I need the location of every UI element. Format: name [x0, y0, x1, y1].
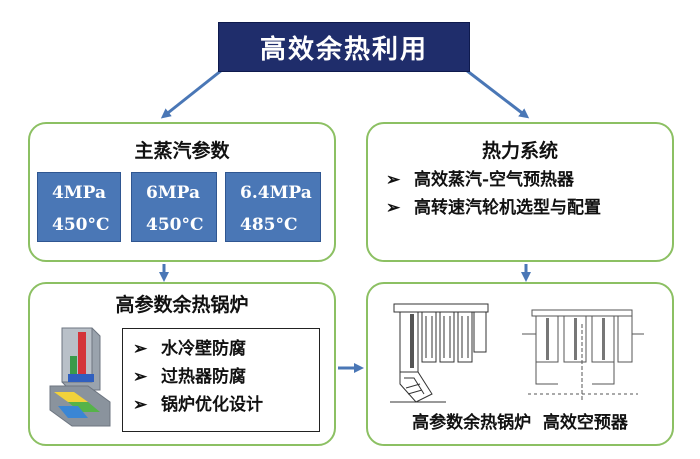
- drawings-caption: 高参数余热锅炉 高效空预器: [412, 413, 628, 433]
- arrow-bullet-icon: ➢: [133, 367, 148, 387]
- thermal-bullet-list: ➢高效蒸汽-空气预热器 ➢高转速汽轮机选型与配置: [386, 166, 601, 222]
- boiler-features-box: ➢水冷壁防腐 ➢过热器防腐 ➢锅炉优化设计: [122, 328, 320, 432]
- param-box-1: 4MPa 450°C: [37, 172, 121, 242]
- panel-title-boiler: 高参数余热锅炉: [115, 294, 249, 316]
- list-item: ➢水冷壁防腐: [133, 335, 263, 363]
- boiler-drawing-image: [390, 303, 489, 403]
- param-box-2: 6MPa 450°C: [131, 172, 217, 242]
- arrow-title-to-params: [160, 68, 223, 119]
- param-pressure: 6MPa: [146, 183, 200, 203]
- arrow-bullet-icon: ➢: [133, 395, 148, 415]
- boiler-3d-model-image: [49, 327, 111, 427]
- arrow-title-to-thermal: [465, 68, 530, 119]
- param-box-3: 6.4MPa 485°C: [225, 172, 321, 242]
- main-title: 高效余热利用: [218, 22, 470, 72]
- panel-drawings: 高参数余热锅炉 高效空预器: [366, 282, 674, 446]
- panel-title-thermal: 热力系统: [481, 140, 558, 162]
- param-pressure: 6.4MPa: [240, 183, 312, 203]
- panel-waste-heat-boiler: 高参数余热锅炉 ➢水冷壁防腐 ➢过热器防腐 ➢锅炉优化设计: [28, 282, 336, 446]
- arrow-bullet-icon: ➢: [386, 198, 401, 218]
- air-preheater-drawing-image: [522, 309, 644, 400]
- list-item: ➢高转速汽轮机选型与配置: [386, 194, 601, 222]
- arrow-bullet-icon: ➢: [133, 339, 148, 359]
- arrow-bullet-icon: ➢: [386, 170, 401, 190]
- param-temperature: 485°C: [240, 215, 298, 235]
- panel-thermal-system: 热力系统 ➢高效蒸汽-空气预热器 ➢高转速汽轮机选型与配置: [366, 122, 674, 262]
- panel-main-steam-params: 主蒸汽参数 4MPa 450°C 6MPa 450°C 6.4MPa 485°C: [28, 122, 336, 262]
- param-temperature: 450°C: [52, 215, 110, 235]
- list-item: ➢高效蒸汽-空气预热器: [386, 166, 601, 194]
- param-pressure: 4MPa: [52, 183, 106, 203]
- list-item: ➢过热器防腐: [133, 363, 263, 391]
- param-temperature: 450°C: [146, 215, 204, 235]
- list-item: ➢锅炉优化设计: [133, 391, 263, 419]
- panel-title-main-steam: 主蒸汽参数: [134, 140, 230, 162]
- boiler-bullet-list: ➢水冷壁防腐 ➢过热器防腐 ➢锅炉优化设计: [133, 335, 263, 419]
